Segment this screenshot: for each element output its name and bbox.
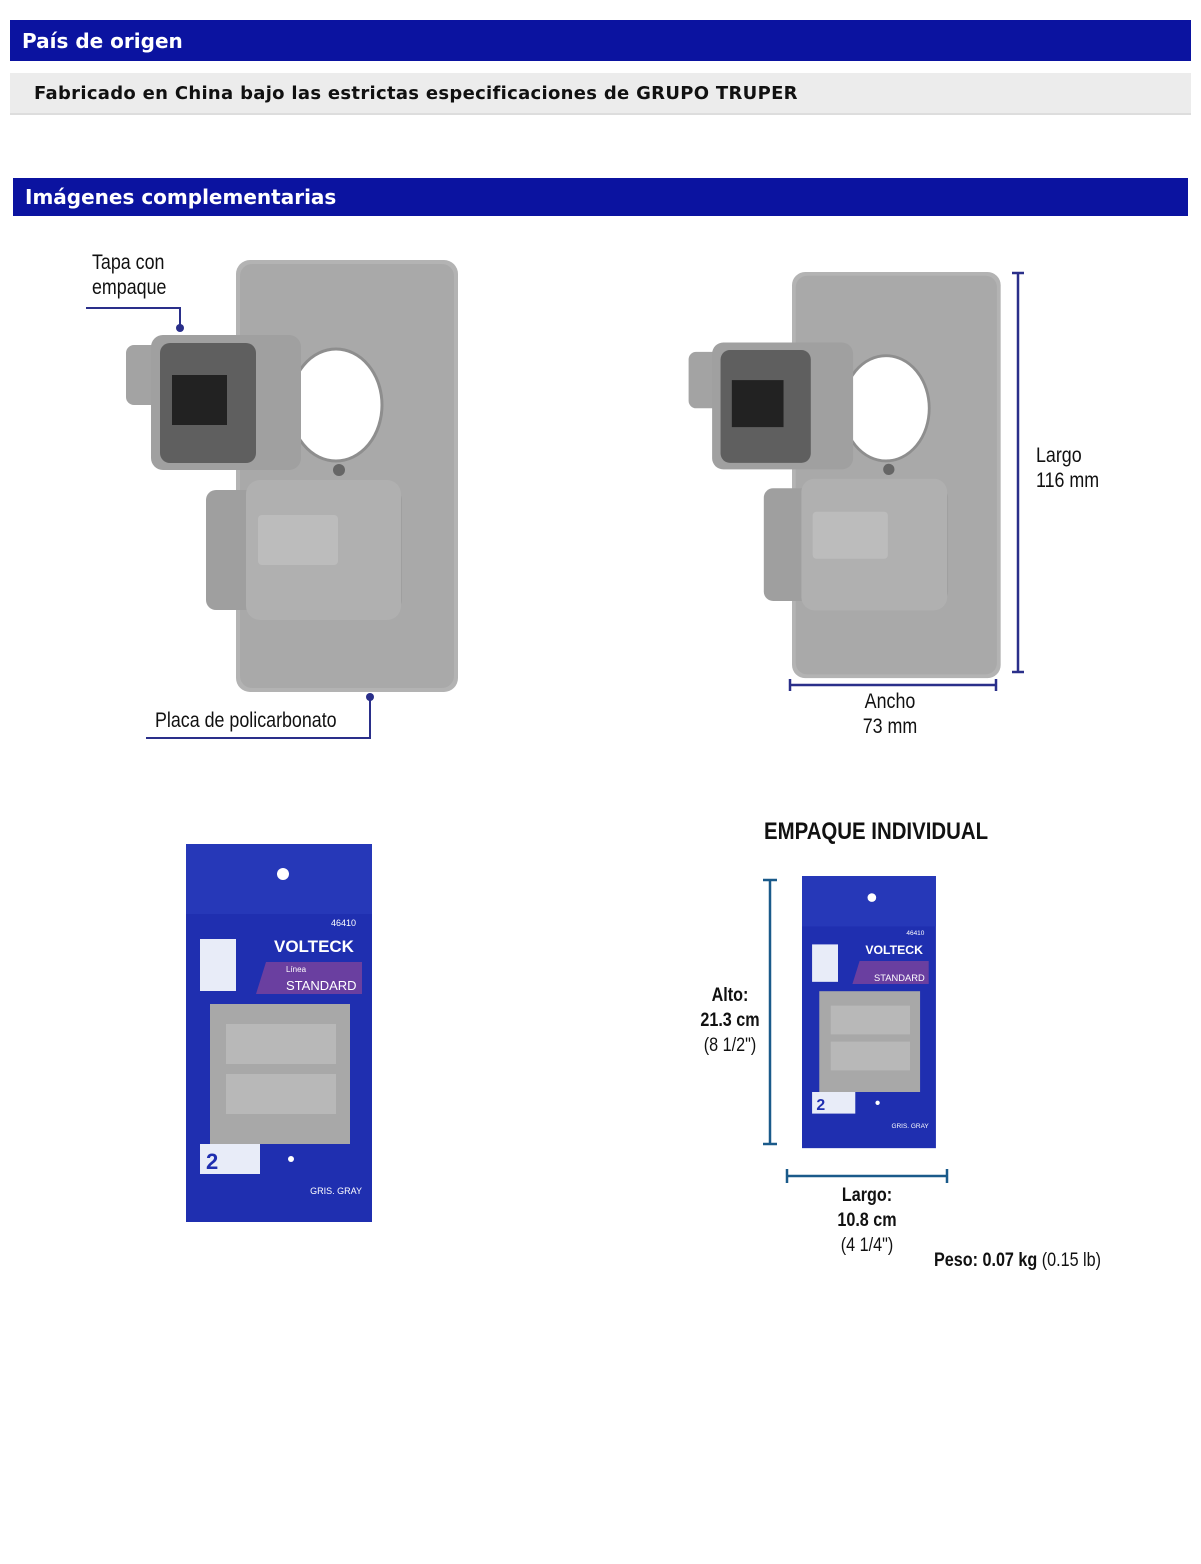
package-title: EMPAQUE INDIVIDUAL: [764, 818, 989, 845]
package-length: Largo: 10.8 cm (4 1/4"): [825, 1183, 910, 1258]
package-code: 46410: [906, 930, 924, 937]
weight-label: Peso:: [934, 1250, 978, 1271]
width-value: 73 mm: [862, 715, 918, 738]
package-length-label: Largo:: [841, 1185, 893, 1206]
width-label: Ancho: [864, 690, 916, 713]
length-dimension: Largo 116 mm: [1036, 443, 1099, 493]
lid-callout-line: [86, 307, 181, 328]
package-height: Alto: 21.3 cm (8 1/2"): [688, 983, 773, 1058]
package-dimension-image: 46410 VOLTECK STANDARD 2 GRIS. GRAY: [802, 876, 936, 1149]
origin-header: País de origen: [10, 20, 1191, 61]
package-brand: VOLTECK: [865, 943, 923, 957]
lid-callout-line1: Tapa con: [92, 251, 165, 274]
lid-callout-line2: empaque: [92, 276, 167, 299]
origin-text: Fabricado en China bajo las estrictas es…: [10, 73, 1191, 115]
package-code: 46410: [331, 918, 356, 928]
package-length-value: 10.8 cm: [837, 1210, 897, 1231]
package-line-small: Línea: [286, 965, 307, 974]
width-dimension: Ancho 73 mm: [848, 689, 933, 739]
package-weight: Peso: 0.07 kg (0.15 lb): [934, 1248, 1101, 1273]
package-height-line: [763, 878, 777, 1146]
weight-lb: (0.15 lb): [1041, 1250, 1101, 1271]
package-color: GRIS. GRAY: [310, 1186, 362, 1196]
package-length-inches: (4 1/4"): [840, 1235, 894, 1256]
package-height-inches: (8 1/2"): [703, 1035, 757, 1056]
package-brand: VOLTECK: [274, 937, 355, 956]
width-dimension-line: [788, 679, 998, 691]
package-color: GRIS. GRAY: [891, 1123, 929, 1130]
package-line-name: STANDARD: [874, 973, 925, 983]
length-value: 116 mm: [1036, 469, 1100, 492]
package-height-label: Alto:: [711, 985, 749, 1006]
package-modules: 2: [816, 1097, 825, 1114]
package-modules: 2: [206, 1149, 218, 1174]
dimension-cover-image: [687, 270, 1003, 680]
weight-value: 0.07 kg: [982, 1250, 1038, 1271]
package-image: 46410 VOLTECK Línea STANDARD 2 GRIS. GRA…: [186, 844, 372, 1222]
plate-callout-line: [146, 697, 371, 739]
package-length-line: [785, 1169, 949, 1183]
package-line-name: STANDARD: [286, 978, 357, 993]
images-header: Imágenes complementarias: [13, 178, 1188, 216]
package-height-value: 21.3 cm: [700, 1010, 760, 1031]
plate-callout: Placa de policarbonato: [155, 709, 337, 732]
lid-callout: Tapa con empaque: [92, 250, 166, 300]
length-label: Largo: [1036, 444, 1082, 467]
weatherproof-cover-image: [124, 258, 460, 694]
length-dimension-line: [1012, 271, 1024, 674]
